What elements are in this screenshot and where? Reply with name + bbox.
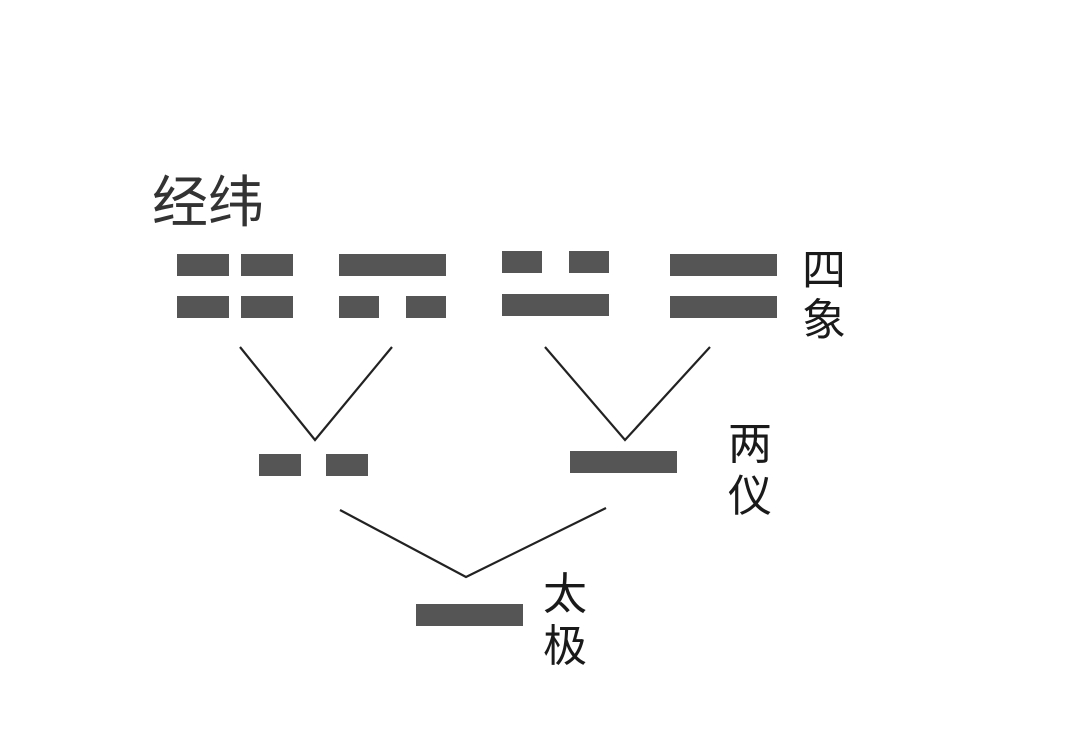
yang-line <box>502 294 609 316</box>
diagram-title: 经纬 <box>152 171 264 236</box>
yin-segment <box>502 251 542 273</box>
yin-segment <box>569 251 609 273</box>
yin-segment <box>241 296 293 318</box>
taiji-label-char-1: 太 <box>543 569 587 620</box>
yin-segment <box>326 454 368 476</box>
yang-line <box>670 254 777 276</box>
yin-segment <box>177 254 229 276</box>
yin-segment <box>259 454 301 476</box>
yang-line <box>570 451 677 473</box>
liangyi-label-char-1: 两 <box>728 419 772 470</box>
connector-sixiang-left <box>239 346 393 442</box>
yin-segment <box>339 296 379 318</box>
yang-line <box>670 296 777 318</box>
connector-sixiang-right <box>544 346 711 442</box>
connector-liangyi <box>339 507 607 579</box>
yin-segment <box>241 254 293 276</box>
yin-segment <box>177 296 229 318</box>
yang-line <box>339 254 446 276</box>
sixiang-label-char-2: 象 <box>802 295 846 346</box>
liangyi-label-char-2: 仪 <box>728 471 772 522</box>
sixiang-label-char-1: 四 <box>802 245 846 296</box>
yin-segment <box>406 296 446 318</box>
yang-line <box>416 604 523 626</box>
taiji-label-char-2: 极 <box>543 621 587 672</box>
